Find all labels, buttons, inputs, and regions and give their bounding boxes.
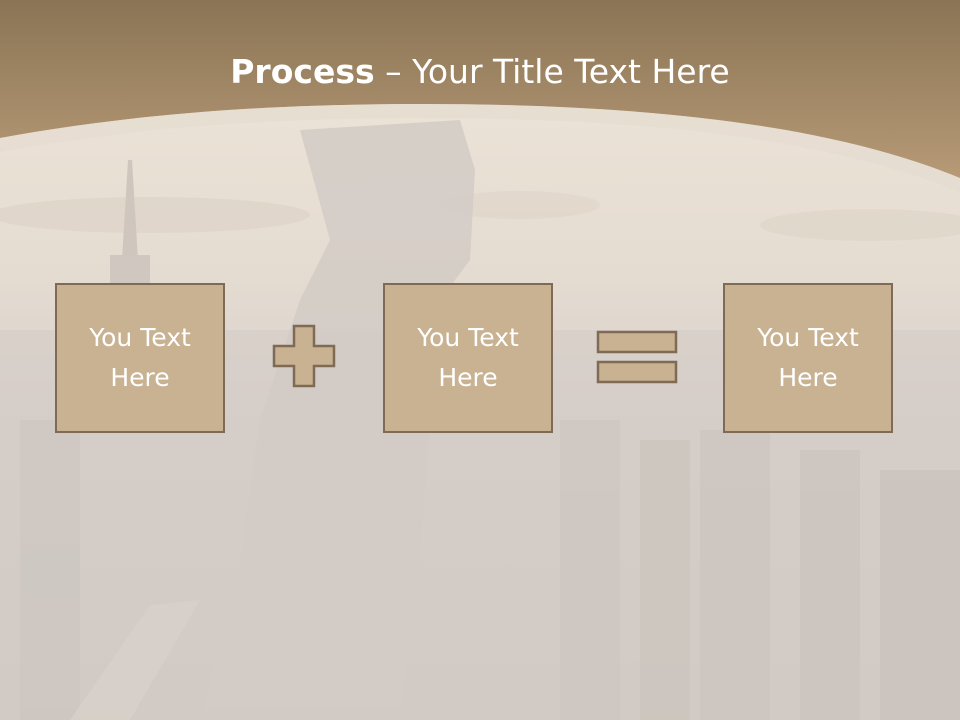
text-box-3-label: You Text Here — [757, 323, 859, 392]
plus-icon — [272, 324, 336, 388]
text-box-2[interactable]: You Text Here — [383, 283, 553, 433]
title-rest: – Your Title Text Here — [374, 52, 730, 91]
text-box-1-label: You Text Here — [89, 323, 191, 392]
slide-title: Process – Your Title Text Here — [0, 52, 960, 91]
header-band — [0, 0, 960, 192]
title-bold: Process — [230, 52, 375, 91]
text-box-1[interactable]: You Text Here — [55, 283, 225, 433]
text-box-3[interactable]: You Text Here — [723, 283, 893, 433]
text-box-2-label: You Text Here — [417, 323, 519, 392]
equals-icon — [596, 330, 678, 384]
